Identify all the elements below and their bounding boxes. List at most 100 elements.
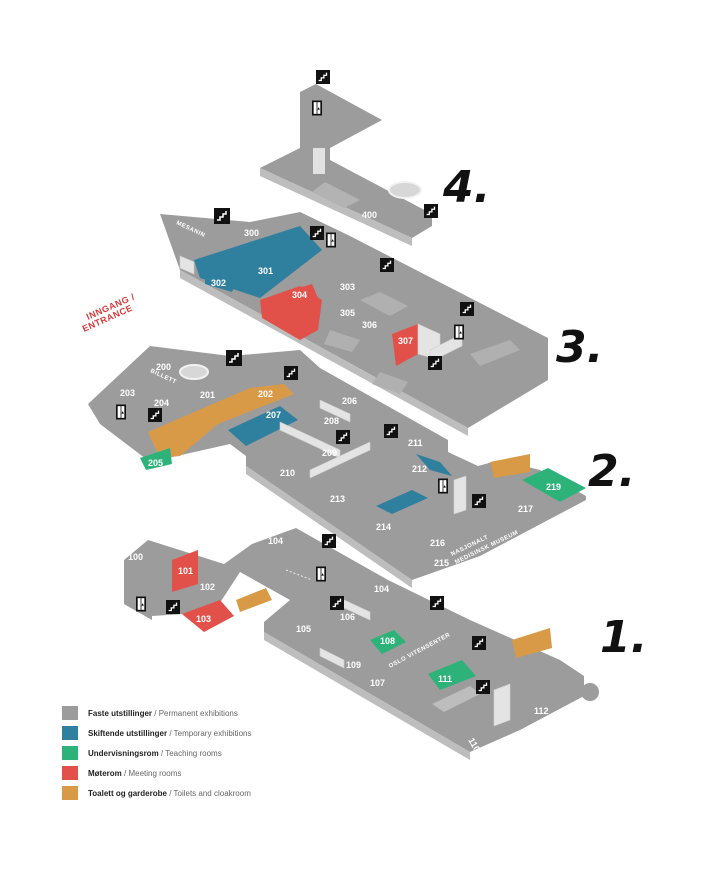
room-108-teaching	[370, 630, 406, 654]
room-302-temporary	[205, 270, 240, 292]
legend-meeting-en: Meeting rooms	[128, 768, 182, 778]
room-113-label: 113	[552, 648, 567, 658]
elevator-icon	[316, 566, 326, 582]
room-307-meeting	[392, 324, 418, 366]
room-215-label: 215	[434, 558, 449, 568]
legend-teaching-label: Undervisningsrom	[88, 748, 159, 758]
room-104-label: 104	[268, 536, 283, 546]
elevator-icon	[116, 404, 126, 420]
floor-1: 100 101 102 103 104 104 105 106 107 108 …	[124, 528, 647, 760]
floor-2-number: 2.	[588, 446, 635, 497]
stairs-icon	[380, 258, 394, 272]
stairs-icon	[316, 70, 330, 84]
elevator-icon	[326, 232, 336, 248]
room-204-label: 204	[154, 398, 169, 408]
room-400-label: 400	[362, 210, 377, 220]
floor-2-round-exhibit	[179, 364, 209, 380]
stairs-icon	[460, 302, 474, 316]
elevator-icon	[454, 324, 464, 340]
room-104-label-east: 104	[374, 584, 389, 594]
room-106-label: 106	[340, 612, 355, 622]
floor-3-number: 3.	[556, 322, 603, 373]
stairs-icon	[384, 424, 398, 438]
legend: Faste utstillinger / Permanent exhibitio…	[62, 703, 251, 803]
room-207-temporary	[228, 406, 298, 446]
floor-4-plate	[260, 84, 432, 238]
room-211-label: 211	[408, 438, 423, 448]
room-205-label: 205	[148, 458, 163, 468]
legend-item-teaching: Undervisningsrom / Teaching rooms	[62, 743, 251, 763]
legend-item-meeting: Møterom / Meeting rooms	[62, 763, 251, 783]
stairs-icon	[330, 596, 344, 610]
elevator-icon	[136, 596, 146, 612]
room-213-label: 213	[330, 494, 345, 504]
stairs-icon	[336, 430, 350, 444]
room-201-label: 201	[200, 390, 215, 400]
room-302-label: 302	[211, 278, 226, 288]
room-303-label: 303	[340, 282, 355, 292]
room-200-label: 200	[156, 362, 171, 372]
room-100-label: 100	[128, 552, 143, 562]
stairs-icon	[284, 366, 298, 380]
stairs-icon	[310, 226, 324, 240]
room-300-label: 300	[244, 228, 259, 238]
meeting-swatch	[62, 766, 78, 780]
room-219-teaching	[522, 468, 586, 502]
room-111-teaching	[428, 660, 476, 690]
room-210-label: 210	[280, 468, 295, 478]
room-101-label: 101	[178, 566, 193, 576]
floor-4: 400 4.	[260, 70, 490, 246]
room-111-label: 111	[438, 674, 452, 684]
legend-temporary-label: Skiftende utstillinger	[88, 728, 168, 738]
floor-1-number: 1.	[600, 612, 647, 663]
stairs-icon	[226, 350, 242, 366]
stairs-icon	[213, 208, 231, 224]
stairs-icon	[472, 636, 486, 650]
room-304-label: 304	[292, 290, 307, 300]
stairs-icon	[428, 356, 442, 370]
stairs-icon	[424, 204, 438, 218]
room-219-label: 219	[546, 482, 561, 492]
room-209-label: 209	[322, 448, 337, 458]
floor-2: INNGANG / ENTRANCE BILLETT 200 201 202 2…	[81, 292, 635, 588]
room-107-label: 107	[370, 678, 385, 688]
legend-item-permanent: Faste utstillinger / Permanent exhibitio…	[62, 703, 251, 723]
room-214-temporary	[376, 490, 428, 514]
room-105-label: 105	[296, 624, 311, 634]
floor-3: MESANIN 300 301 302 303 304 305 306 307 …	[160, 208, 603, 436]
floor-1-round-bump	[581, 683, 599, 701]
floor-4-pillar	[313, 148, 325, 174]
room-202-204-toilet-cloakroom	[148, 384, 294, 458]
room-202-label: 202	[258, 389, 273, 399]
room-216-label: 216	[430, 538, 445, 548]
legend-item-temporary: Skiftende utstillinger / Temporary exhib…	[62, 723, 251, 743]
room-108-label: 108	[380, 636, 395, 646]
room-301-label: 301	[258, 266, 273, 276]
room-101-meeting	[172, 550, 198, 592]
room-217-label: 217	[518, 504, 533, 514]
room-102-label: 102	[200, 582, 215, 592]
room-307-label: 307	[398, 336, 413, 346]
legend-permanent-label: Faste utstillinger	[88, 708, 153, 718]
room-212-label: 212	[412, 464, 427, 474]
legend-temporary-en: Temporary exhibitions	[173, 728, 252, 738]
floor-4-number: 4.	[442, 162, 490, 213]
legend-toilet-label: Toalett og garderobe	[88, 788, 167, 798]
toilet-swatch	[62, 786, 78, 800]
floor-1-toilets-west	[236, 588, 272, 612]
legend-meeting-label: Møterom	[88, 768, 122, 778]
room-203-label: 203	[120, 388, 135, 398]
legend-toilet-en: Toilets and cloakroom	[173, 788, 251, 798]
room-103-label: 103	[196, 614, 211, 624]
room-208-label: 208	[324, 416, 339, 426]
stairs-icon	[148, 408, 162, 422]
room-214-label: 214	[376, 522, 391, 532]
room-305-label: 305	[340, 308, 355, 318]
floor-2-toilets	[490, 454, 530, 478]
floor-1-toilets-east	[512, 628, 552, 658]
stairs-icon	[166, 600, 180, 614]
legend-permanent-en: Permanent exhibitions	[158, 708, 238, 718]
teaching-swatch	[62, 746, 78, 760]
room-109-label: 109	[346, 660, 361, 670]
room-205-teaching	[140, 448, 172, 470]
